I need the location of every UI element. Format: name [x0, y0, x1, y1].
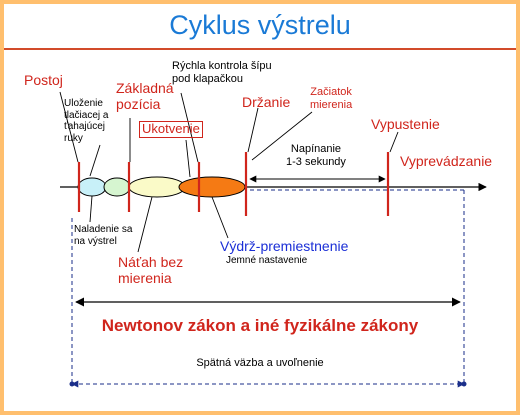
label-natah-line1: Náťah bez — [118, 254, 184, 270]
pointer-zaciatok — [251, 111, 313, 161]
label-natah-line2: mierenia — [118, 270, 172, 287]
label-zakladna-line2: pozícia — [116, 96, 161, 113]
label-zaciatok-line1: Začiatok — [310, 86, 352, 98]
label-spatna-vazba: Spätná väzba a uvoľnenie — [196, 357, 324, 369]
label-zakladna-line1: Základná — [116, 80, 174, 96]
pointer-naladenie — [89, 195, 93, 223]
label-postoj: Postoj — [24, 72, 63, 88]
label-ulozenie-line2: tlačiacej a — [64, 109, 109, 121]
label-ulozenie: Uloženie tlačiacej a ťahajúcej ruky — [64, 98, 108, 144]
label-ukotvenie: Ukotvenie — [139, 121, 203, 138]
ellipse-natah — [128, 176, 186, 198]
label-rychla-line2: pod klapačkou — [172, 72, 243, 85]
pointer-rychla — [180, 92, 199, 163]
pointer-natah — [137, 196, 153, 253]
pointer-ulozenie — [89, 144, 101, 177]
ellipse-vydrz — [178, 176, 246, 198]
label-naladenie-line1: Naladenie sa — [74, 224, 133, 235]
label-zaciatok-line2: mierenia — [310, 98, 353, 111]
pointer-drzanie — [247, 107, 259, 153]
label-rychla: Rýchla kontrola šípu pod klapačkou — [172, 60, 272, 85]
label-vyprevadzanie: Vyprevádzanie — [400, 153, 493, 169]
label-napinanie-line2: 1-3 sekundy — [286, 155, 346, 168]
label-vydrz: Výdrž-premiestnenie — [220, 238, 349, 254]
label-drzanie: Držanie — [242, 94, 291, 110]
label-napinanie-line1: Napínanie — [290, 143, 342, 155]
label-zakladna: Základná pozícia — [116, 80, 174, 112]
feedback-node-left — [69, 381, 75, 387]
title-bar: Cyklus výstrelu — [4, 4, 516, 50]
label-newton-law: Newtonov zákon a iné fyzikálne zákony — [101, 316, 419, 335]
pointer-postoj — [59, 91, 79, 163]
label-naladenie-line2: na výstrel — [74, 235, 117, 247]
label-ulozenie-line3: ťahajúcej — [64, 121, 106, 132]
ellipse-naladenie — [77, 177, 107, 197]
ellipse-uloz — [103, 177, 131, 197]
label-napinanie: Napínanie 1-3 sekundy — [286, 143, 346, 168]
pointer-ukotvenie — [185, 139, 191, 178]
pointer-vypustenie — [389, 131, 399, 153]
pointer-vydrz — [211, 196, 229, 239]
label-vypustenie: Vypustenie — [371, 116, 440, 132]
label-ulozenie-line4: ruky — [64, 132, 83, 144]
label-rychla-line1: Rýchla kontrola šípu — [172, 60, 272, 72]
label-naladenie: Naladenie sa na výstrel — [74, 224, 132, 247]
feedback-node-right — [461, 381, 467, 387]
diagram-title: Cyklus výstrelu — [169, 10, 351, 40]
label-ulozenie-line1: Uloženie — [64, 98, 103, 109]
label-natah: Náťah bez mierenia — [118, 254, 183, 286]
label-jemne: Jemné nastavenie — [226, 255, 308, 266]
label-zaciatok: Začiatok mierenia — [310, 86, 352, 111]
